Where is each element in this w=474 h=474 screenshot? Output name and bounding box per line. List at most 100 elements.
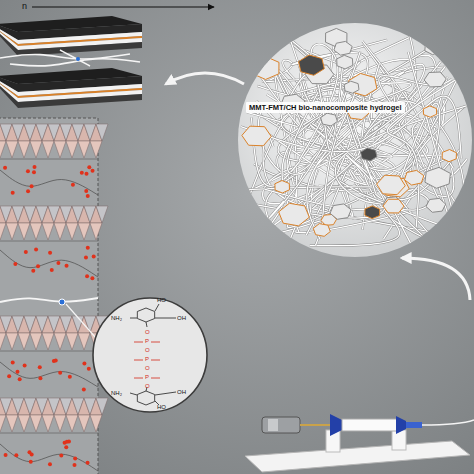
drawing-part [71, 183, 75, 187]
bond [151, 360, 160, 361]
chem-label: O [145, 383, 150, 389]
label-box: MMT-FMT/CH bio-nanocomposite hydrogel [246, 102, 405, 113]
drawing-part [58, 371, 62, 375]
drawing-part [241, 96, 461, 159]
drawing-part [68, 375, 72, 379]
drawing-part [242, 126, 271, 146]
sugar-ring [137, 391, 154, 405]
drawing-part [54, 141, 66, 158]
drawing-part [0, 223, 6, 240]
drawing-part [84, 255, 88, 259]
direction-arrow [32, 6, 214, 7]
drawing-part [0, 351, 98, 352]
drawing-part [78, 223, 90, 240]
drawing-part [36, 264, 40, 268]
drawing-part [87, 367, 91, 371]
drawing-part [54, 415, 66, 432]
drawing-part [59, 453, 63, 457]
polymer-strand [0, 298, 98, 302]
process-arrow [402, 258, 470, 300]
drawing-part [337, 55, 353, 69]
chem-label: O [145, 329, 150, 335]
drawing-part [38, 365, 42, 369]
drawing-part [3, 166, 7, 170]
drawing-part [342, 419, 400, 431]
drawing-part [92, 254, 96, 258]
drawing-part [64, 445, 68, 449]
drawing-part [56, 261, 60, 265]
drawing-part [91, 169, 95, 173]
molecule-dot [76, 57, 80, 61]
bond [134, 378, 143, 379]
syringe-pump [245, 414, 474, 472]
drawing-part [29, 460, 33, 464]
zoom-arrow [166, 73, 244, 84]
bond [155, 318, 176, 319]
clay-plate [0, 16, 142, 56]
drawing-part [15, 370, 19, 374]
bond [130, 318, 137, 319]
drawing-part [330, 204, 351, 219]
drawing-part [50, 268, 54, 272]
drawing-part [383, 199, 404, 213]
drawing-part [30, 141, 42, 158]
drawing-part [96, 206, 108, 223]
drawing-part [344, 81, 359, 93]
drawing-part [78, 141, 90, 158]
drawing-part [0, 362, 98, 387]
drawing-part [313, 224, 330, 237]
drawing-part [31, 269, 35, 273]
cropped-text: n [22, 2, 27, 11]
drawing-part [96, 398, 108, 415]
chem-label: P [145, 374, 149, 380]
drawing-part [13, 262, 17, 266]
drawing-part [18, 223, 30, 240]
drawing-part [18, 333, 30, 350]
drawing-part [30, 333, 42, 350]
drawing-part [18, 415, 30, 432]
sugar-ring [137, 308, 154, 322]
drawing-part [42, 141, 54, 158]
drawing-part [330, 414, 342, 436]
molecule-dot [59, 299, 65, 305]
drawing-part [423, 106, 436, 117]
drawing-part [7, 374, 11, 378]
drawing-part [30, 223, 42, 240]
leader-line [66, 304, 96, 338]
drawing-part [18, 377, 22, 381]
drawing-part [66, 141, 78, 158]
drawing-part [84, 189, 88, 193]
drawing-part [32, 170, 36, 174]
drawing-part [30, 415, 42, 432]
drawing-part [6, 333, 18, 350]
drawing-part [396, 416, 406, 434]
clay-plate [0, 68, 142, 108]
intercalated-ions [0, 246, 98, 281]
drawing-part [0, 415, 6, 432]
drawing-part [11, 191, 15, 195]
drawing-part [245, 441, 470, 472]
bond [151, 378, 160, 379]
zoom-panel [0, 118, 98, 474]
drawing-part [65, 440, 69, 444]
polymer-strand [60, 50, 90, 66]
chem-label: P [145, 338, 149, 344]
drawing-part [361, 148, 377, 161]
drawing-part [23, 364, 27, 368]
drawing-part [0, 250, 98, 277]
chem-label: NH₂ [111, 390, 122, 396]
chem-label: P [145, 356, 149, 362]
drawing-part [86, 461, 90, 465]
bond [134, 360, 143, 361]
drawing-part [6, 415, 18, 432]
drawing-part [54, 223, 66, 240]
drawing-part [6, 141, 18, 158]
drawing-part [279, 203, 310, 226]
drawing-part [66, 223, 78, 240]
bond [146, 322, 147, 327]
drawing-part [392, 430, 406, 450]
drawing-part [82, 387, 86, 391]
drawing-part [82, 362, 86, 366]
drawing-part [241, 26, 469, 254]
drawing-part [38, 376, 42, 380]
